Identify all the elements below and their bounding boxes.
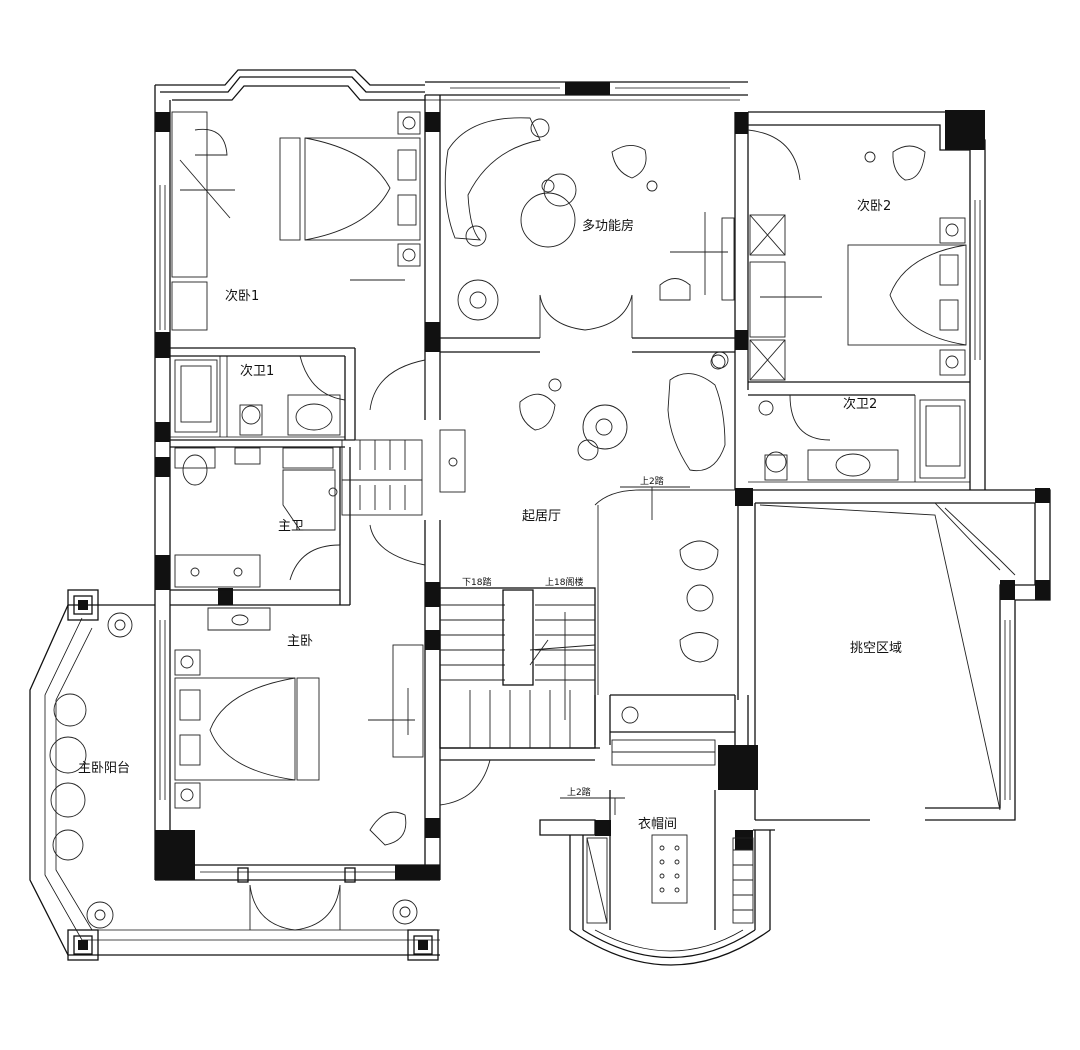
staircase — [439, 489, 735, 749]
master-balcony-structure — [29, 589, 440, 961]
label-master-bed: 主卧 — [287, 634, 313, 649]
label-living: 起居厅 — [522, 509, 561, 524]
furniture — [171, 111, 1016, 924]
label-bath2-2: 次卫2 — [843, 396, 877, 412]
windows — [159, 87, 1011, 883]
balcony-plants — [49, 351, 729, 929]
label-bedroom2-2: 次卧2 — [857, 198, 891, 214]
note-up2-top: 上2踏 — [640, 475, 664, 487]
label-bath2-1: 次卫1 — [240, 363, 274, 379]
label-cloakroom: 衣帽间 — [638, 816, 677, 832]
stair-notes: 上2踏 下18踏 上18阁楼 上2踏 — [462, 475, 690, 815]
doors — [249, 129, 831, 931]
note-down18: 下18踏 — [462, 576, 491, 588]
label-multi-room: 多功能房 — [582, 218, 634, 234]
note-up2-bottom: 上2踏 — [567, 786, 591, 798]
note-up18-attic: 上18阁楼 — [545, 576, 583, 588]
label-master-balcony: 主卧阳台 — [78, 761, 130, 776]
room-labels: 次卧1 次卫1 多功能房 次卧2 次卫2 起居厅 主卫 主卧 主卧阳台 挑空区域… — [78, 198, 902, 832]
label-void-area: 挑空区域 — [850, 641, 902, 656]
columns — [155, 82, 1050, 880]
label-bedroom2-1: 次卧1 — [225, 288, 259, 304]
outer-walls — [154, 69, 1051, 881]
label-master-bath: 主卫 — [278, 519, 304, 534]
